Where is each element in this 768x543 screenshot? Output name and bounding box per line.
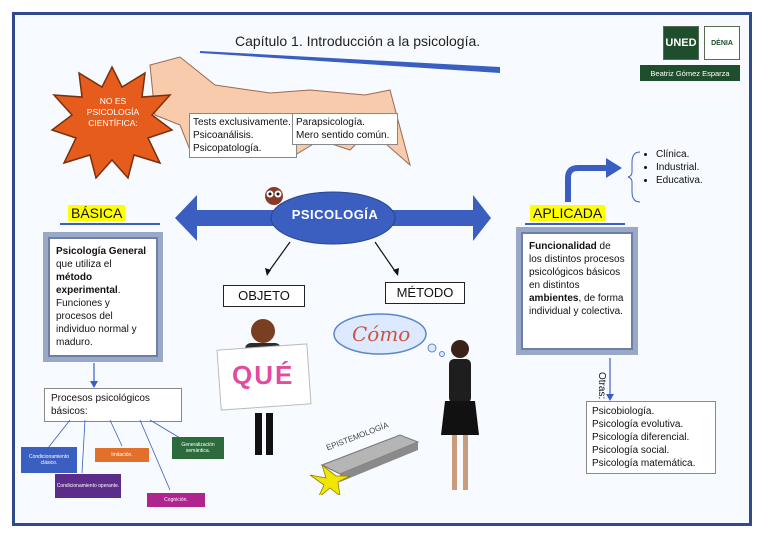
aplicada-bold1: Funcionalidad bbox=[529, 241, 597, 252]
epistemology-bar bbox=[309, 434, 420, 495]
starburst-badge bbox=[50, 65, 174, 180]
badge-label: NO ES PSICOLOGÍA CIENTÍFICA: bbox=[86, 96, 140, 128]
process-cognition: Cognición. bbox=[147, 493, 205, 507]
como-text: Cómo bbox=[352, 322, 411, 346]
aplicada-bold2: ambientes bbox=[529, 293, 579, 304]
aplicada-panel: Funcionalidad de los distintos procesos … bbox=[516, 227, 638, 355]
aplicada-types: Clínica. Industrial. Educativa. bbox=[642, 148, 732, 187]
list-item: Psicopatología. bbox=[193, 143, 262, 154]
aplicada-text2: , de forma individual y colectiva. bbox=[529, 293, 624, 317]
list-item: Tests exclusivamente. bbox=[193, 117, 291, 128]
list-item: Educativa. bbox=[656, 174, 732, 187]
aplicada-up-arrow bbox=[565, 151, 641, 203]
basica-text2: . Funciones y procesos del individuo nor… bbox=[56, 285, 137, 348]
list-item: Parapsicología. bbox=[296, 117, 365, 128]
list-item: Industrial. bbox=[656, 161, 732, 174]
list-item: Psicobiología. bbox=[592, 406, 655, 417]
list-item: Psicología evolutiva. bbox=[592, 419, 684, 430]
list-item: Psicoanálisis. bbox=[193, 130, 254, 141]
author-label: Beatriz Gómez Esparza bbox=[640, 65, 740, 81]
process-imitation: Imitación. bbox=[95, 448, 149, 462]
process-semantic: Generalización semántica. bbox=[172, 437, 224, 459]
owl-icon bbox=[265, 187, 283, 205]
basica-heading: BÁSICA bbox=[68, 205, 126, 221]
basica-underline bbox=[60, 223, 160, 225]
basica-panel: Psicología General que utiliza el método… bbox=[43, 232, 163, 362]
title-underline bbox=[200, 51, 500, 73]
denia-logo: DÉNIA bbox=[704, 26, 740, 60]
procesos-connectors bbox=[47, 419, 181, 491]
otras-label: Otras: bbox=[596, 372, 607, 400]
basica-bold1: Psicología General bbox=[56, 246, 147, 257]
psychology-label: PSICOLOGÍA bbox=[291, 207, 379, 222]
objeto-label: OBJETO bbox=[223, 285, 305, 307]
aplicada-heading: APLICADA bbox=[530, 205, 606, 221]
central-arrows bbox=[175, 191, 491, 276]
thought-cloud bbox=[333, 313, 445, 357]
basica-text1: que utiliza el bbox=[56, 259, 112, 270]
non-science-list-left: Tests exclusivamente. Psicoanálisis. Psi… bbox=[189, 113, 297, 158]
aplicada-text1: de los distintos procesos psicológicos b… bbox=[529, 241, 625, 291]
process-classical: Condicionamiento clásico. bbox=[21, 447, 77, 473]
aplicada-underline bbox=[525, 223, 625, 225]
procesos-arrow bbox=[90, 363, 98, 388]
list-item: Mero sentido común. bbox=[296, 130, 390, 141]
uned-logo: UNED bbox=[663, 26, 699, 60]
que-sign: QUÉ bbox=[232, 360, 295, 390]
list-item: Clínica. bbox=[656, 148, 732, 161]
woman-sign-figure bbox=[216, 319, 312, 455]
list-item: Psicología matemática. bbox=[592, 458, 696, 469]
page-title: Capítulo 1. Introducción a la psicología… bbox=[235, 33, 481, 49]
basica-bold2: método experimental bbox=[56, 272, 118, 296]
thinking-woman-figure bbox=[441, 340, 479, 490]
list-item: Psicología diferencial. bbox=[592, 432, 690, 443]
list-item: Psicología social. bbox=[592, 445, 670, 456]
otras-arrow bbox=[606, 358, 614, 401]
procesos-box: Procesos psicológicos básicos: bbox=[44, 388, 182, 422]
process-operant: Condicionamiento operante. bbox=[55, 474, 121, 498]
otras-list: Psicobiología. Psicología evolutiva. Psi… bbox=[586, 401, 716, 474]
metodo-label: MÉTODO bbox=[385, 282, 465, 304]
non-science-list-right: Parapsicología. Mero sentido común. bbox=[292, 113, 398, 145]
